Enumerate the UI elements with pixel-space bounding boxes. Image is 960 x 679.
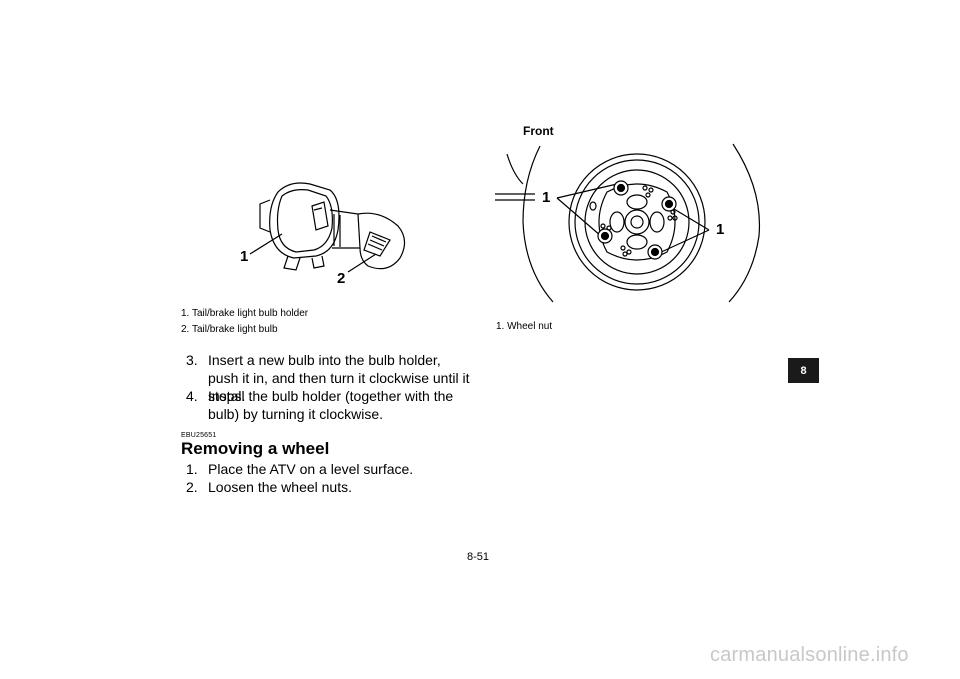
front-label: Front <box>523 124 554 138</box>
section-title: Removing a wheel <box>181 439 330 458</box>
watermark: carmanualsonline.info <box>710 644 909 666</box>
page-number: 8-51 <box>467 551 490 563</box>
step-3: 3. Insert a new bulb into the bulb holde… <box>186 351 476 404</box>
chapter-tab: 8 <box>788 358 819 383</box>
callout-wheel-nut-left: 1 <box>542 189 551 206</box>
step-4: 4. Install the bulb holder (together wit… <box>186 387 476 423</box>
wheel-illustration <box>495 143 761 303</box>
step-number: 4. <box>186 388 198 404</box>
step-text: Insert a new bulb into the bulb holder, … <box>208 352 470 404</box>
step-1: 1. Place the ATV on a level surface. <box>186 460 476 478</box>
caption-item: 2. Tail/brake light bulb <box>181 324 278 335</box>
step-text: Place the ATV on a level surface. <box>208 461 414 477</box>
step-number: 2. <box>186 479 198 495</box>
caption-item: 1. Wheel nut <box>496 321 553 332</box>
step-number: 1. <box>186 461 198 477</box>
section-code: EBU25651 <box>181 432 217 439</box>
step-text: Loosen the wheel nuts. <box>208 479 352 495</box>
caption-list-right: 1. Wheel nut <box>496 319 552 335</box>
bulb-holder-illustration <box>249 182 406 273</box>
callout-bulb-holder: 1 <box>240 248 249 265</box>
callout-wheel-nut-right: 1 <box>716 221 725 238</box>
step-text: Install the bulb holder (together with t… <box>208 388 454 422</box>
caption-list-left: 1. Tail/brake light bulb holder 2. Tail/… <box>181 306 308 338</box>
caption-item: 1. Tail/brake light bulb holder <box>181 308 309 319</box>
step-2: 2. Loosen the wheel nuts. <box>186 478 476 496</box>
callout-bulb: 2 <box>337 270 346 287</box>
step-number: 3. <box>186 352 198 368</box>
